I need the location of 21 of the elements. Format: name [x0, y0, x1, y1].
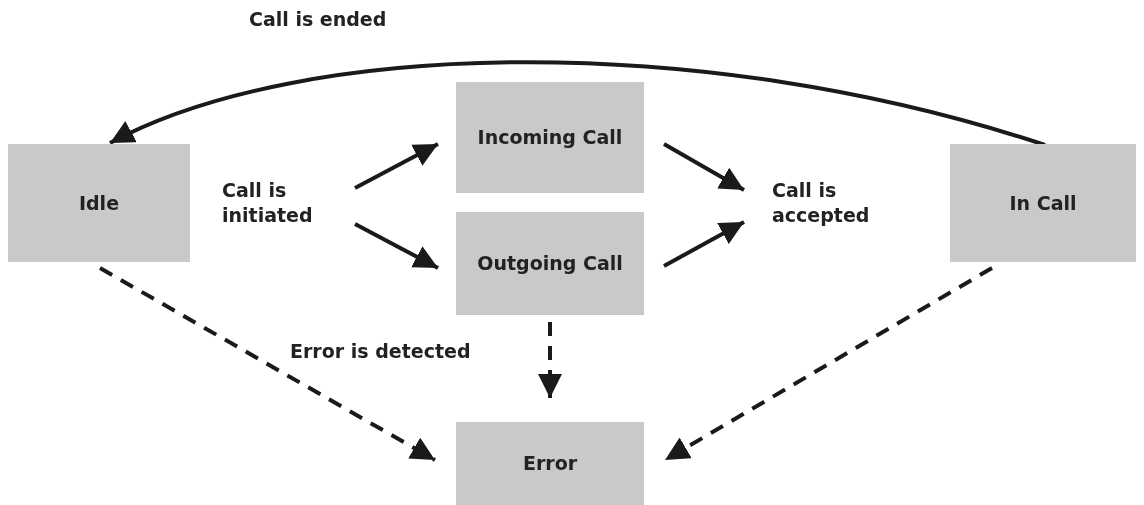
arrow: [109, 60, 1046, 147]
dashed-arrow: [538, 322, 562, 398]
state-name: Incoming Call: [477, 125, 623, 150]
state-box: [950, 144, 1136, 262]
dashed-arrow: [664, 266, 993, 462]
state-box: [456, 82, 644, 193]
state-box: [456, 422, 644, 505]
state-name: Outgoing Call: [477, 251, 623, 276]
transition-label: Call is accepted: [772, 178, 871, 228]
arrow: [663, 142, 745, 192]
state-name: In Call: [1009, 190, 1077, 216]
state-name: Idle: [78, 190, 120, 216]
state-box: [456, 212, 644, 315]
note-label: Error is detected: [290, 340, 471, 362]
state-name: Error: [522, 451, 578, 476]
state-box: [8, 144, 190, 262]
arrow: [663, 220, 745, 268]
dashed-arrow: [99, 266, 436, 462]
arrow: [354, 222, 439, 270]
arrow: [354, 142, 439, 190]
transition-label: Call is initiated: [222, 178, 314, 228]
